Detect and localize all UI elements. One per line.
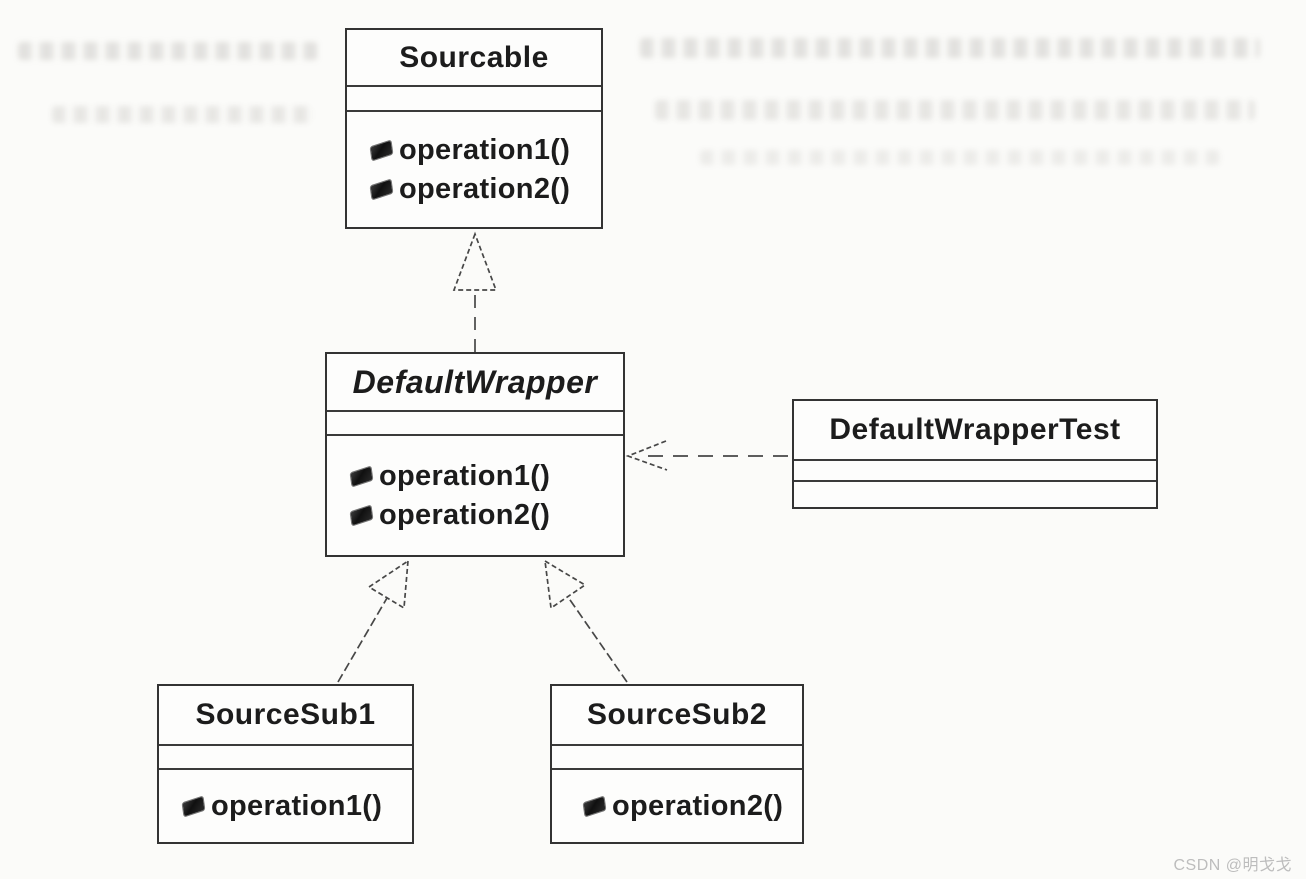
operation-row: operation2()	[583, 789, 802, 823]
operation-row: operation1()	[370, 133, 601, 167]
uml-operation-icon	[182, 796, 205, 816]
bleed-through-artifact	[640, 38, 1260, 58]
class-name: DefaultWrapper	[352, 363, 598, 400]
class-box-sourcable: Sourcable operation1() operation2()	[345, 28, 603, 229]
operations-compartment: operation1() operation2()	[327, 434, 623, 555]
bleed-through-artifact	[700, 150, 1220, 165]
class-name: Sourcable	[399, 40, 549, 74]
operations-compartment	[794, 480, 1156, 507]
dependency-arrow-defaultwrappertest-to-defaultwrapper	[625, 440, 791, 471]
operation-label: operation2()	[612, 789, 784, 822]
attributes-compartment	[327, 410, 623, 434]
class-box-sourcesub2: SourceSub2 operation2()	[550, 684, 804, 844]
class-box-defaultwrapper: DefaultWrapper operation1() operation2()	[325, 352, 625, 557]
operations-compartment: operation1() operation2()	[347, 110, 601, 227]
operation-label: operation1()	[379, 459, 551, 492]
class-box-defaultwrappertest: DefaultWrapperTest	[792, 399, 1158, 509]
operation-row: operation2()	[350, 498, 623, 532]
uml-operation-icon	[350, 505, 373, 525]
bleed-through-artifact	[52, 106, 314, 123]
operation-label: operation2()	[379, 498, 551, 531]
operation-label: operation1()	[399, 133, 571, 166]
realization-arrow-defaultwrapper-to-sourcable	[452, 231, 498, 352]
operation-row: operation1()	[182, 789, 412, 823]
class-name: SourceSub1	[195, 698, 376, 731]
uml-operation-icon	[370, 179, 393, 199]
operations-compartment: operation2()	[552, 768, 802, 842]
generalization-arrow-sourcesub1-to-defaultwrapper	[337, 559, 409, 683]
attributes-compartment	[794, 459, 1156, 480]
uml-operation-icon	[350, 466, 373, 486]
uml-operation-icon	[583, 796, 606, 816]
generalization-arrow-sourcesub2-to-defaultwrapper	[543, 559, 628, 683]
operations-compartment: operation1()	[159, 768, 412, 842]
class-box-sourcesub1: SourceSub1 operation1()	[157, 684, 414, 844]
bleed-through-artifact	[655, 100, 1255, 120]
attributes-compartment	[347, 85, 601, 110]
operation-label: operation2()	[399, 172, 571, 205]
bleed-through-artifact	[18, 42, 318, 60]
operation-row: operation1()	[350, 459, 623, 493]
attributes-compartment	[159, 744, 412, 768]
csdn-watermark: CSDN @明戈戈	[1173, 857, 1292, 874]
operation-row: operation2()	[370, 172, 601, 206]
attributes-compartment	[552, 744, 802, 768]
class-name: SourceSub2	[586, 698, 768, 731]
uml-operation-icon	[370, 140, 393, 160]
class-name: DefaultWrapperTest	[829, 413, 1121, 446]
operation-label: operation1()	[211, 789, 383, 822]
